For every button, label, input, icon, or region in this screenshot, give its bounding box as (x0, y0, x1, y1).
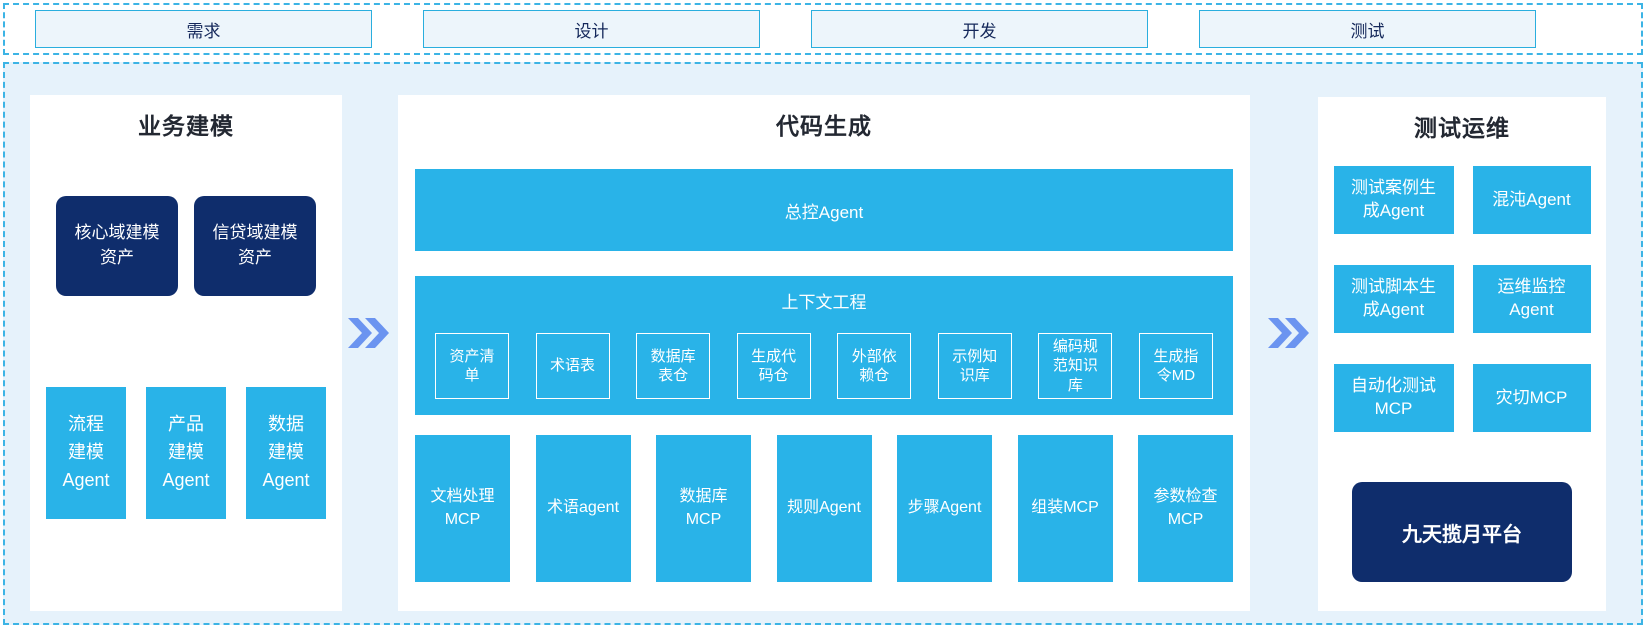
jiutian-lanyue-platform-box: 九天揽月平台 (1352, 482, 1572, 582)
panel-code-generation: 代码生成 总控Agent 上下文工程 资产清 单 术语表 数据库 表仓 生成代 … (398, 95, 1250, 611)
context-item-generated-code-repo: 生成代 码仓 (736, 333, 811, 399)
context-item-db-table-repo: 数据库 表仓 (636, 333, 711, 399)
main-canvas: 业务建模 核心域建模 资产 信贷域建模 资产 流程 建模 Agent 产品 建模… (3, 62, 1643, 625)
panel-test-ops: 测试运维 测试案例生 成Agent 混沌Agent 测试脚本生 成Agent 运… (1318, 97, 1606, 611)
ops-box-automated-test-mcp: 自动化测试 MCP (1333, 364, 1454, 432)
mcp-agent-row: 文档处理 MCP 术语agent 数据库 MCP 规则Agent 步骤Agent… (415, 435, 1233, 582)
ops-box-disaster-switch-mcp: 灾切MCP (1472, 364, 1591, 432)
ops-box-ops-monitor-agent: 运维监控 Agent (1472, 265, 1591, 333)
mcp-box-step-agent: 步骤Agent (897, 435, 992, 582)
context-item-coding-standard-kb: 编码规 范知识 库 (1038, 333, 1113, 399)
context-item-generate-instruction-md: 生成指 令MD (1138, 333, 1213, 399)
agent-box-data-modeling: 数据 建模 Agent (246, 387, 326, 519)
double-chevron-icon (1268, 318, 1310, 348)
panel-business-modeling: 业务建模 核心域建模 资产 信贷域建模 资产 流程 建模 Agent 产品 建模… (30, 95, 342, 611)
context-item-example-knowledge-base: 示例知 识库 (937, 333, 1012, 399)
asset-row: 核心域建模 资产 信贷域建模 资产 (30, 196, 342, 296)
ops-box-chaos-agent: 混沌Agent (1472, 166, 1591, 234)
mcp-box-rule-agent: 规则Agent (776, 435, 872, 582)
modeling-agent-row: 流程 建模 Agent 产品 建模 Agent 数据 建模 Agent (30, 387, 342, 519)
phase-testing: 测试 (1199, 10, 1536, 48)
panel-codegen-title: 代码生成 (776, 113, 872, 139)
ops-box-test-case-gen-agent: 测试案例生 成Agent (1333, 166, 1454, 234)
phase-development: 开发 (811, 10, 1148, 48)
mcp-box-doc-processing: 文档处理 MCP (415, 435, 510, 582)
context-item-asset-list: 资产清 单 (435, 333, 509, 399)
mcp-box-glossary-agent: 术语agent (535, 435, 631, 582)
context-engineering-title: 上下文工程 (781, 293, 867, 312)
context-item-external-deps-repo: 外部依 赖仓 (837, 333, 912, 399)
panel-testops-title: 测试运维 (1414, 115, 1510, 141)
asset-box-core-domain: 核心域建模 资产 (56, 196, 178, 296)
agent-box-product-modeling: 产品 建模 Agent (146, 387, 226, 519)
phase-strip: 需求 设计 开发 测试 (3, 3, 1643, 55)
phase-design: 设计 (423, 10, 760, 48)
ops-box-test-script-gen-agent: 测试脚本生 成Agent (1333, 265, 1454, 333)
context-engineering-block: 上下文工程 资产清 单 术语表 数据库 表仓 生成代 码仓 外部依 赖仓 示例知… (415, 276, 1233, 415)
double-chevron-icon (348, 318, 390, 348)
asset-box-credit-domain: 信贷域建模 资产 (194, 196, 316, 296)
mcp-box-database-mcp: 数据库 MCP (656, 435, 751, 582)
mcp-box-assembly-mcp: 组装MCP (1017, 435, 1113, 582)
mcp-box-param-check-mcp: 参数检查 MCP (1138, 435, 1233, 582)
panel-business-title: 业务建模 (138, 113, 234, 139)
context-item-glossary: 术语表 (535, 333, 610, 399)
master-agent-bar: 总控Agent (415, 169, 1233, 251)
agent-box-process-modeling: 流程 建模 Agent (46, 387, 126, 519)
context-item-row: 资产清 单 术语表 数据库 表仓 生成代 码仓 外部依 赖仓 示例知 识库 编码… (415, 333, 1233, 399)
testops-grid: 测试案例生 成Agent 混沌Agent 测试脚本生 成Agent 运维监控 A… (1318, 166, 1606, 432)
phase-requirements: 需求 (35, 10, 372, 48)
